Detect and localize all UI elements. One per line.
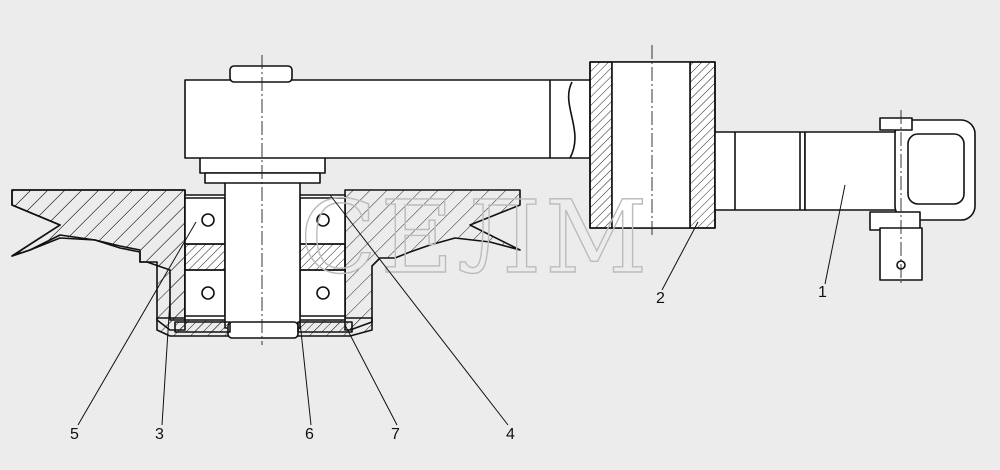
lever-break-curve [567, 81, 576, 159]
callout-4: 4 [506, 426, 515, 443]
end-fitting-cap [879, 117, 913, 131]
leader-line-6 [299, 321, 312, 426]
callout-1: 1 [818, 284, 827, 301]
leader-line-4 [329, 194, 509, 426]
kingpin-shaft [224, 181, 301, 329]
end-fitting-window [907, 133, 965, 205]
leader-line-5 [77, 221, 197, 426]
seal-ring [297, 321, 353, 333]
housing-left-body [11, 189, 186, 331]
callout-6: 6 [305, 426, 314, 443]
bushing-wall-right [689, 61, 716, 229]
callout-7: 7 [391, 426, 400, 443]
kingpin-nut [227, 321, 299, 339]
callout-3: 3 [155, 426, 164, 443]
leader-line-1 [824, 184, 846, 285]
lever-arm [184, 79, 596, 159]
lever-collar-lower [204, 172, 321, 184]
bearing-ball [316, 213, 330, 227]
watermark: СЕЛМ [300, 179, 651, 296]
bearing-ball [316, 286, 330, 300]
bushing-core [611, 61, 691, 229]
spacer-left [184, 243, 226, 271]
tie-rod [714, 131, 806, 211]
callout-2: 2 [656, 290, 665, 307]
leader-line-2 [661, 221, 699, 291]
leader-line-7 [344, 324, 398, 426]
leader-line-3 [161, 299, 171, 426]
seal-ring [174, 321, 231, 333]
lever-top-cap [229, 65, 293, 83]
end-fitting-body [804, 131, 901, 211]
callout-5: 5 [70, 426, 79, 443]
lever-collar [199, 156, 326, 174]
bearing-ball [201, 213, 215, 227]
bearing-ball [201, 286, 215, 300]
